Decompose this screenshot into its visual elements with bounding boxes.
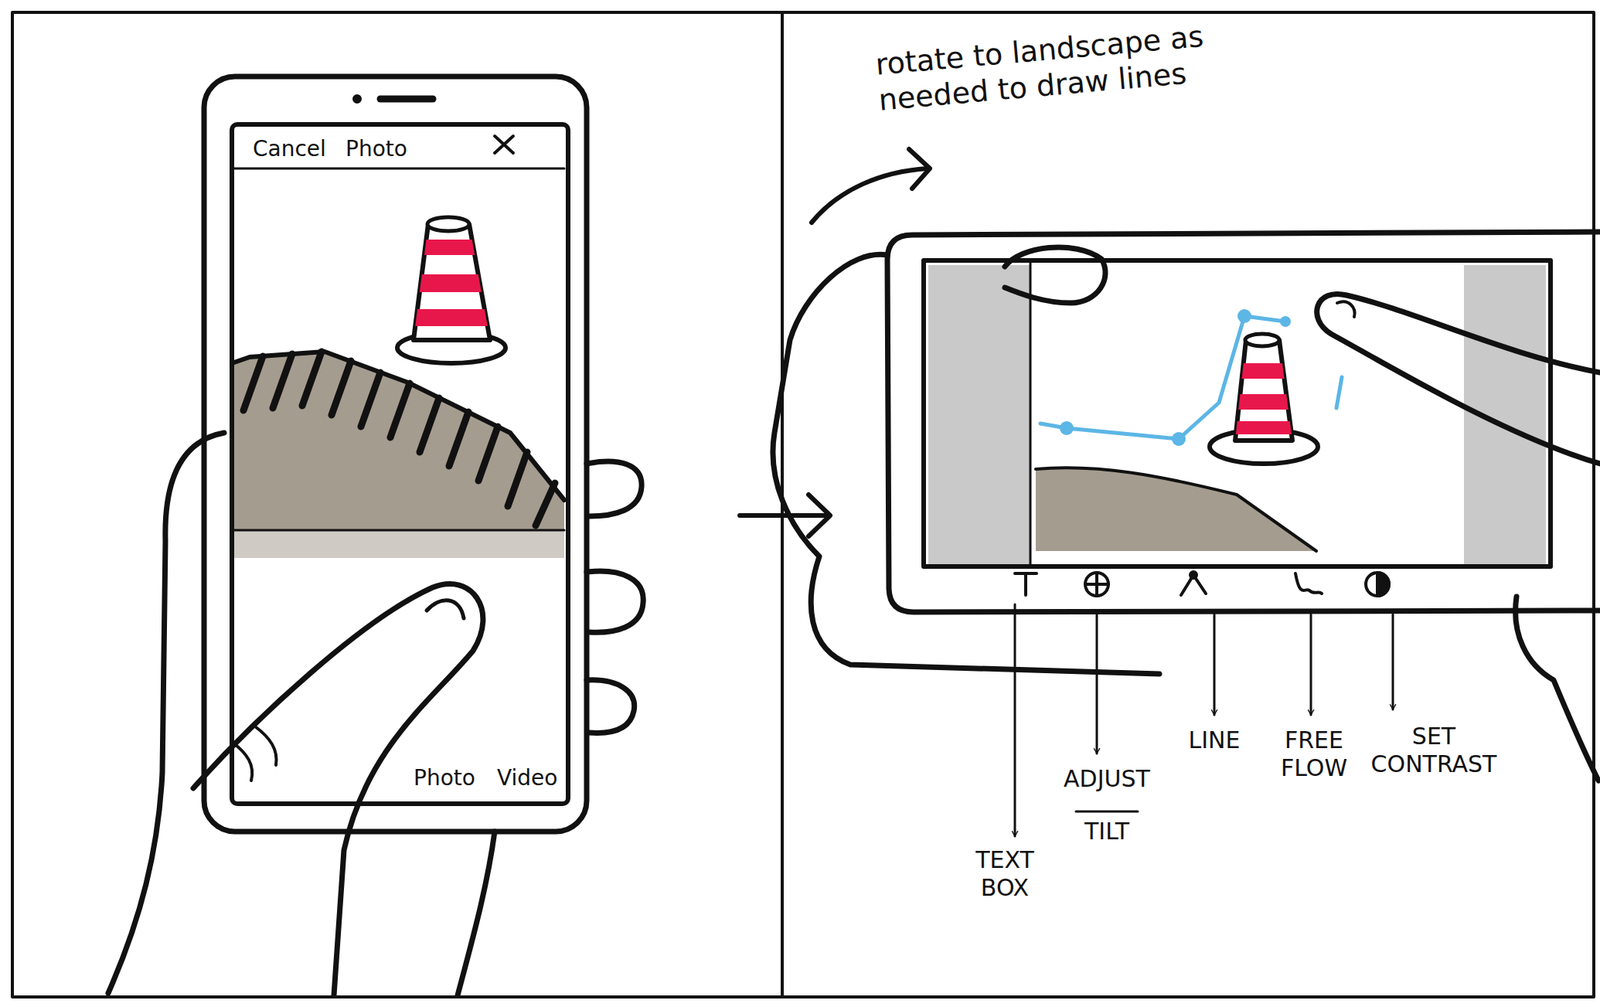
tool-label: TILT xyxy=(1081,817,1133,846)
tool-label: TEXT BOX xyxy=(972,846,1038,903)
leader-arrow xyxy=(1014,604,1393,837)
traffic-cone xyxy=(1209,333,1318,464)
annotation-note: rotate to landscape as needed to draw li… xyxy=(871,13,1269,119)
tool-label: ADJUST xyxy=(1060,765,1154,794)
close-icon xyxy=(494,136,514,154)
ground-fill xyxy=(1035,467,1317,552)
ground-line xyxy=(231,529,565,532)
phone-camera xyxy=(353,95,361,103)
panel-edge xyxy=(1029,262,1032,565)
ground-fill xyxy=(231,351,565,531)
hand xyxy=(108,432,644,996)
tool-label: FREE FLOW xyxy=(1277,726,1351,783)
flow-arrowhead xyxy=(808,494,831,537)
phone-screen xyxy=(923,260,1551,567)
drawn-line xyxy=(1040,309,1342,446)
tool-label: LINE xyxy=(1185,726,1244,755)
phone-speaker xyxy=(380,95,433,103)
traffic-cone xyxy=(397,217,506,364)
flow-arrow xyxy=(739,513,828,518)
toolbar-icons xyxy=(1014,571,1389,596)
ground-edge xyxy=(1035,467,1317,552)
ground-hatching xyxy=(243,351,555,526)
screen-text: Photo xyxy=(410,765,479,792)
label-divider xyxy=(1075,810,1138,814)
top-bar-rule xyxy=(231,167,565,171)
tool-label: SET CONTRAST xyxy=(1368,722,1501,779)
screen-text: Video xyxy=(493,765,561,792)
ground-shadow xyxy=(231,530,565,559)
phone-body xyxy=(887,231,1600,613)
rotate-arrow xyxy=(811,168,928,223)
screen-text: Cancel xyxy=(249,136,330,163)
hand xyxy=(772,247,1600,781)
screen-text: Photo xyxy=(342,136,411,163)
phone-screen: CancelPhotoPhotoVideo xyxy=(229,122,571,807)
rotate-arrowhead xyxy=(908,149,930,189)
panel-frame xyxy=(12,12,1594,998)
side-panel xyxy=(928,265,1031,566)
